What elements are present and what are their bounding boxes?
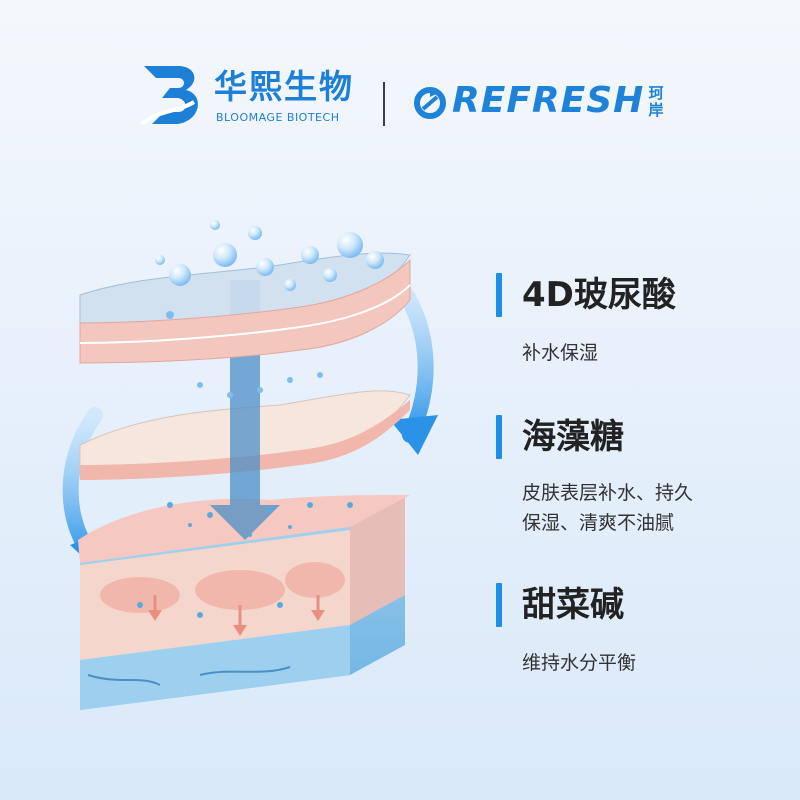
feature-desc-line: 皮肤表层补水、持久 [522,482,694,504]
feature-desc: 皮肤表层补水、持久 保湿、清爽不油腻 [522,478,782,538]
feature-title: 4D玻尿酸 [522,275,676,315]
refresh-brand-text: REFRESH [452,80,645,121]
refresh-logo-icon [414,87,446,119]
water-bubble-icon [213,243,237,267]
feature-title: 海藻糖 [522,417,624,457]
feature-desc: 维持水分平衡 [522,648,782,678]
feature-desc-line: 补水保湿 [522,342,599,364]
feature-bar [496,415,502,459]
brand-name-en: BLOOMAGE BIOTECH [216,111,340,124]
down-arrow-icon [210,280,280,540]
refresh-brand-cn: 珂岸 [648,84,664,119]
bloomage-logo-icon [140,66,198,126]
feature-bar [496,583,502,627]
skin-layers-illustration [62,220,438,710]
feature-desc-line: 维持水分平衡 [522,652,637,674]
brand-divider [383,82,385,126]
feature-desc-line: 保湿、清爽不油腻 [522,512,675,534]
brand-name-cn: 华熙生物 [214,67,354,106]
brand-header: 华熙生物 BLOOMAGE BIOTECH REFRESH 珂岸 [0,52,800,132]
feature-desc: 补水保湿 [522,338,782,368]
feature-bar [496,273,502,317]
feature-title: 甜菜碱 [522,585,624,625]
